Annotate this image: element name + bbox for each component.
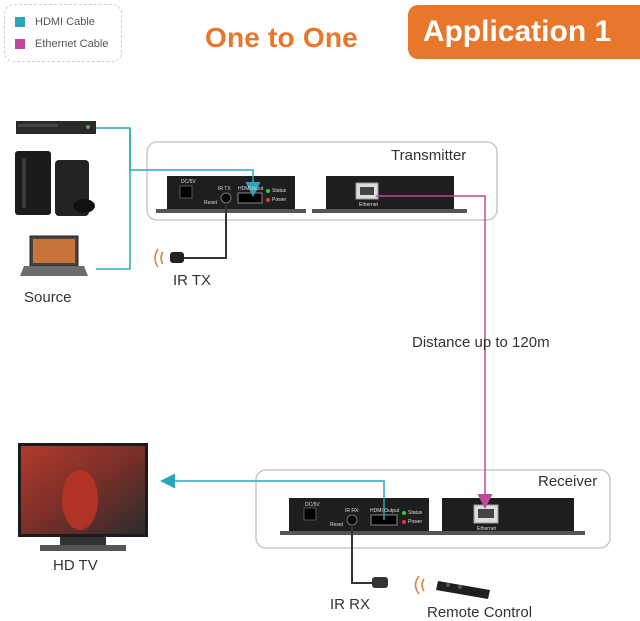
ir-receiver-icon (372, 577, 388, 588)
tx-status-text: Status (272, 188, 287, 194)
tx-dc-text: DC/5V (181, 179, 196, 185)
ethernet-swatch (15, 39, 25, 49)
application-badge: Application 1 (408, 5, 640, 59)
hdmi-cable-in (130, 169, 261, 197)
source-label: Source (24, 289, 72, 306)
ir-rx-cable (351, 526, 372, 584)
tx-ethernet-text: Ethernet (359, 202, 378, 208)
rx-status-text: Status (408, 510, 423, 516)
rx-ir-text: IR RX (345, 508, 359, 514)
legend-hdmi: HDMI Cable (15, 16, 95, 28)
infrared-signal-icon (154, 248, 164, 268)
legend-ethernet-label: Ethernet Cable (35, 38, 109, 50)
tx-reset-text: Reset (204, 200, 218, 206)
rx-power-text: Power (408, 519, 423, 525)
tv-icon (18, 443, 148, 551)
transmitter-back-unit (312, 176, 467, 213)
hdmi-swatch (15, 17, 25, 27)
rx-ethernet-text: Ethernet (477, 526, 496, 532)
ir-rx-label: IR RX (330, 596, 371, 613)
transmitter-front-unit (156, 176, 306, 213)
hdmi-cable-out (160, 473, 385, 520)
remote-signal-icon (414, 575, 425, 595)
page-title: One to One (205, 22, 358, 53)
laptop-icon (20, 235, 88, 276)
transmitter-label: Transmitter (391, 147, 467, 164)
tx-power-text: Power (272, 197, 287, 203)
receiver-front-unit (280, 498, 438, 535)
hd-tv-label: HD TV (53, 557, 98, 574)
rx-dc-text: DC/5V (305, 502, 320, 508)
tx-hdmi-text: HDMI Input (238, 186, 264, 192)
legend: HDMI Cable Ethernet Cable (4, 4, 122, 62)
ir-tx-cable (184, 204, 227, 259)
receiver-back-unit (435, 498, 585, 535)
ethernet-cable (376, 195, 493, 509)
remote-control-icon (436, 581, 490, 599)
distance-label: Distance up to 120m (412, 334, 550, 351)
blu-ray-player-icon (16, 121, 96, 134)
remote-control-label: Remote Control (427, 604, 533, 621)
receiver-label: Receiver (538, 473, 598, 490)
ir-sensor-icon (170, 252, 184, 263)
ir-tx-label: IR TX (173, 272, 212, 289)
rx-hdmi-text: HDMI Output (370, 508, 400, 514)
rx-reset-text: Reset (330, 522, 344, 528)
tx-ir-text: IR TX (218, 186, 231, 192)
legend-hdmi-label: HDMI Cable (35, 16, 95, 28)
legend-ethernet: Ethernet Cable (15, 38, 108, 50)
game-console-icon (15, 151, 95, 216)
